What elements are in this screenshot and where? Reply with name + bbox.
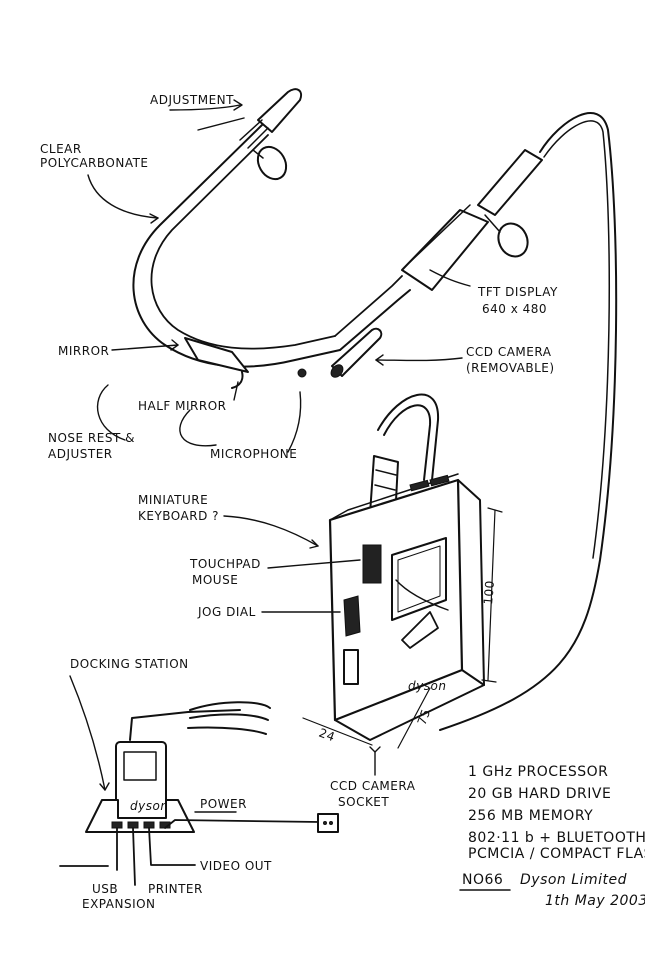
tft-display-housing bbox=[401, 209, 489, 291]
spec-item: 256 MB MEMORY bbox=[468, 808, 593, 824]
label-ccd-camera-socket-2: SOCKET bbox=[338, 795, 389, 809]
label-adjustment: ADJUSTMENT bbox=[150, 93, 234, 107]
label-adjuster: ADJUSTER bbox=[48, 447, 113, 461]
earpiece-front-icon bbox=[256, 145, 288, 181]
label-touchpad: TOUCHPAD bbox=[189, 557, 261, 571]
label-miniature: MINIATURE bbox=[138, 493, 208, 507]
headset-frame-outer bbox=[132, 124, 341, 368]
jog-dial bbox=[343, 595, 361, 637]
dim-75-label: 75 bbox=[415, 707, 434, 727]
dim-line-75 bbox=[397, 687, 431, 749]
docking-station-drawing: dyson bbox=[59, 701, 339, 886]
touchpad-mouse bbox=[362, 544, 382, 584]
video-port bbox=[143, 821, 155, 829]
leader-lines bbox=[69, 104, 471, 813]
spec-item: 1 GHz PROCESSOR bbox=[468, 764, 608, 780]
label-polycarbonate: POLYCARBONATE bbox=[40, 156, 149, 170]
adjustment-paddle bbox=[257, 88, 302, 133]
label-keyboard: KEYBOARD ? bbox=[138, 509, 219, 523]
label-usb: USB bbox=[92, 882, 118, 896]
nose-rest bbox=[231, 371, 244, 389]
dock-brand: dyson bbox=[130, 799, 168, 813]
label-mouse: MOUSE bbox=[192, 573, 238, 587]
label-half-mirror: HALF MIRROR bbox=[138, 399, 227, 413]
label-ccd-camera-socket-1: CCD CAMERA bbox=[330, 779, 416, 793]
label-ccd-camera: CCD CAMERA bbox=[466, 345, 552, 359]
headset-frame-inner bbox=[150, 134, 336, 350]
side-slot bbox=[343, 649, 359, 685]
label-expansion: EXPANSION bbox=[82, 897, 156, 911]
label-video-out: VIDEO OUT bbox=[200, 859, 272, 873]
rear-arm-tube bbox=[477, 149, 543, 216]
footer-company: Dyson Limited bbox=[520, 872, 627, 888]
dock-device-screen bbox=[123, 751, 157, 781]
label-tft-display: TFT DISPLAY bbox=[477, 285, 558, 299]
label-mirror: MIRROR bbox=[58, 344, 109, 358]
label-power: POWER bbox=[200, 797, 247, 811]
footer-ref: NO66 bbox=[462, 872, 503, 888]
printer-port bbox=[127, 821, 139, 829]
dim-24-label: 24 bbox=[317, 726, 337, 745]
headset-drawing bbox=[132, 88, 618, 731]
label-nose-rest: NOSE REST & bbox=[48, 431, 135, 445]
headset-cable bbox=[439, 112, 618, 731]
label-tft-resolution: 640 x 480 bbox=[482, 302, 547, 316]
label-microphone: MICROPHONE bbox=[210, 447, 297, 461]
half-mirror bbox=[184, 337, 249, 373]
label-jog-dial: JOG DIAL bbox=[197, 605, 256, 619]
device-brand: dyson bbox=[408, 679, 446, 693]
dim-line-100 bbox=[487, 509, 496, 681]
top-vent bbox=[409, 479, 430, 492]
label-clear: CLEAR bbox=[40, 142, 82, 156]
power-plug-icon bbox=[317, 813, 339, 833]
spec-list: 1 GHz PROCESSOR 20 GB HARD DRIVE 256 MB … bbox=[468, 764, 645, 862]
callout-labels: ADJUSTMENT CLEAR POLYCARBONATE TFT DISPL… bbox=[40, 93, 558, 911]
footer: NO66 Dyson Limited 1th May 2003 bbox=[459, 872, 645, 909]
dim-100-label: 100 bbox=[481, 580, 497, 606]
main-device-drawing: dyson 100 24 75 bbox=[302, 393, 503, 749]
spec-item: 802·11 b + BLUETOOTH bbox=[468, 830, 645, 846]
ccd-camera bbox=[331, 327, 383, 377]
device-screen bbox=[391, 537, 447, 621]
dim-line-24 bbox=[302, 717, 373, 746]
microphone-icon bbox=[297, 368, 307, 378]
footer-date: 1th May 2003 bbox=[545, 893, 645, 909]
label-docking-station: DOCKING STATION bbox=[70, 657, 189, 671]
label-printer: PRINTER bbox=[148, 882, 203, 896]
label-ccd-removable: (REMOVABLE) bbox=[466, 361, 555, 375]
spec-item: PCMCIA / COMPACT FLASH bbox=[468, 846, 645, 862]
earpiece-rear-icon bbox=[497, 222, 529, 258]
spec-item: 20 GB HARD DRIVE bbox=[468, 786, 611, 802]
